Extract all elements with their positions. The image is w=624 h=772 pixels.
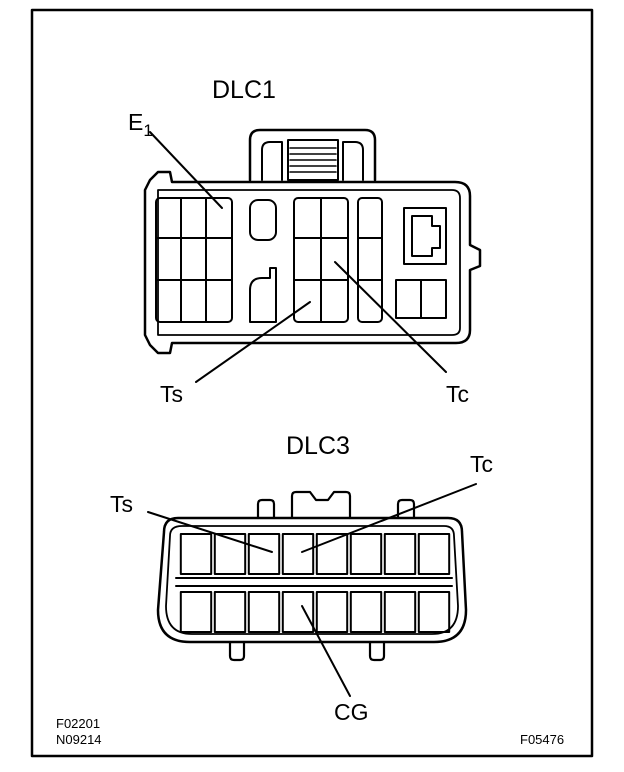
dlc3-pin	[383, 533, 417, 575]
dlc1-left-pin-block	[155, 197, 233, 323]
dlc1-latch-center	[287, 139, 339, 181]
dlc1-ts-leader	[195, 301, 311, 383]
dlc3-pin	[417, 533, 451, 575]
dlc1-e1-leader	[149, 131, 223, 209]
dlc3-title: DLC3	[286, 432, 350, 460]
dlc3-pin	[247, 533, 281, 575]
dlc3-housing	[156, 516, 468, 644]
dlc1-label-ts: Ts	[160, 381, 183, 407]
dlc1-label-e1: E1	[128, 109, 153, 140]
dlc1-label-tc: Tc	[446, 381, 469, 407]
dlc1-latch-right-tab	[342, 141, 364, 181]
dlc3-pin	[315, 533, 349, 575]
figure-code-f02201: F02201	[56, 716, 100, 731]
dlc3-bottom-tab-left	[228, 640, 246, 662]
dlc3-ts-leader	[147, 511, 273, 553]
dlc3-pin	[349, 533, 383, 575]
dlc1-latch-left-tab	[261, 141, 283, 181]
dlc3-pin	[213, 591, 247, 633]
dlc3-pin	[383, 591, 417, 633]
dlc1-housing	[143, 170, 482, 355]
dlc3-pin	[417, 591, 451, 633]
dlc1-key-slot-lower	[249, 267, 277, 323]
dlc3-bottom-tab-right	[368, 640, 386, 662]
dlc3-label-tc: Tc	[470, 451, 493, 477]
dlc1-center-pin-block	[293, 197, 349, 323]
dlc1-tc-leader	[334, 261, 447, 373]
dlc3-connector: DLC3 Ts Tc CG	[110, 432, 493, 725]
dlc1-bottom-right-pins	[395, 279, 447, 319]
dlc1-right-pin-column	[357, 197, 383, 323]
dlc1-socket	[403, 207, 447, 265]
dlc3-pin	[349, 591, 383, 633]
dlc1-latch-hatch	[289, 147, 337, 173]
dlc3-cg-leader	[301, 605, 351, 697]
dlc3-pin	[179, 533, 213, 575]
dlc1-title: DLC1	[212, 76, 276, 104]
dlc3-pins	[179, 533, 451, 633]
dlc3-pin	[315, 591, 349, 633]
figure-code-f05476: F05476	[520, 732, 564, 747]
dlc3-tab-left	[256, 498, 276, 520]
dlc3-pin	[179, 591, 213, 633]
dlc3-pin	[281, 591, 315, 633]
dlc1-latch	[248, 128, 377, 182]
dlc1-connector: DLC1	[128, 76, 482, 407]
dlc3-pin	[213, 533, 247, 575]
dlc3-label-cg: CG	[334, 699, 369, 725]
dlc1-key-slot-upper	[249, 199, 277, 241]
dlc3-housing-inner	[165, 525, 459, 635]
dlc3-label-ts: Ts	[110, 491, 133, 517]
dlc3-tc-leader	[301, 483, 477, 553]
dlc1-housing-inner	[157, 189, 461, 336]
dlc3-center-tab	[290, 490, 352, 520]
outer-frame	[30, 8, 594, 758]
dlc3-pin	[247, 591, 281, 633]
dlc3-pin	[281, 533, 315, 575]
figure-code-n09214: N09214	[56, 732, 102, 747]
dlc3-tab-right	[396, 498, 416, 520]
